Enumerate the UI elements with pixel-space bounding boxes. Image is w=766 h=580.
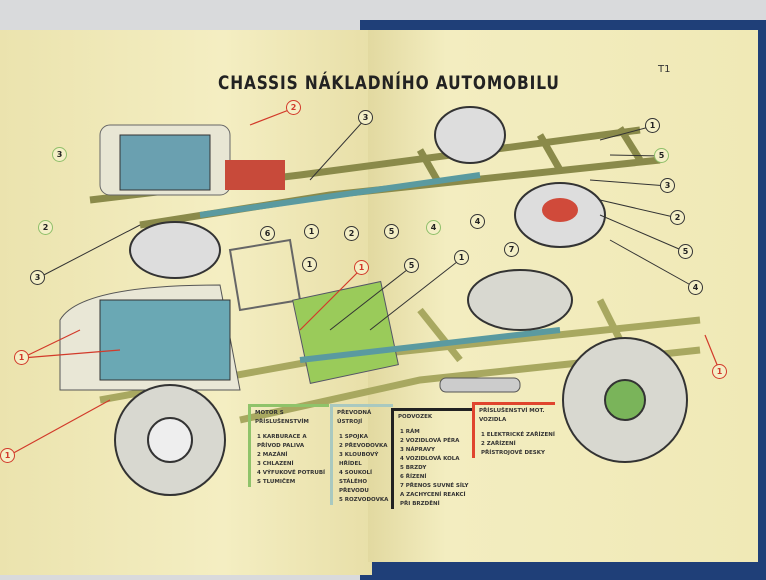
- callout: 5: [678, 244, 693, 259]
- legend-item: 4 VÝFUKOVÉ POTRUBÍ S TLUMIČEM: [257, 470, 326, 485]
- legend-engine: MOTOR S PŘÍSLUŠENSTVÍM 1 KARBURACE A PŘÍ…: [248, 404, 329, 487]
- legend-item: 2 PŘEVODOVKA: [339, 443, 388, 449]
- top-wheels: [129, 106, 606, 279]
- legend-accessories: PŘÍSLUŠENSTVÍ MOT. VOZIDLA 1 ELEKTRICKÉ …: [472, 402, 555, 458]
- bottom-cab-frame: [228, 238, 302, 312]
- callout: 2: [286, 100, 301, 115]
- legend-item: 2 VOZIDLOVÁ PÉRA: [400, 438, 460, 444]
- legend-item: 1 KARBURACE A PŘÍVOD PALIVA: [257, 434, 307, 449]
- callout: 1: [354, 260, 369, 275]
- callout: 3: [358, 110, 373, 125]
- legend-item: 1 SPOJKA: [339, 434, 368, 440]
- bottom-driveshaft: [299, 327, 561, 363]
- callout: 5: [404, 258, 419, 273]
- top-driveshaft: [199, 172, 481, 218]
- callout: 3: [52, 147, 67, 162]
- legend-item: 3 NÁPRAVY: [400, 447, 435, 453]
- exhaust-muffler: [439, 377, 521, 393]
- callout: 1: [454, 250, 469, 265]
- legend-item: 6 ŘÍZENÍ: [400, 474, 427, 480]
- callout: 1: [302, 257, 317, 272]
- callout: 4: [470, 214, 485, 229]
- callout: 1: [645, 118, 660, 133]
- legend-heading: PŘÍSLUŠENSTVÍ MOT. VOZIDLA: [479, 408, 545, 423]
- legend-item: 3 KLOUBOVÝ HŘÍDEL: [339, 452, 379, 467]
- callout: 7: [504, 242, 519, 257]
- legend-item: 5 ROZVODOVKA: [339, 497, 389, 503]
- callout: 3: [660, 178, 675, 193]
- callout: 4: [426, 220, 441, 235]
- callout: 2: [670, 210, 685, 225]
- legend-item: 1 RÁM: [400, 429, 420, 435]
- page-tag: T1: [658, 64, 671, 75]
- legend-item: 3 CHLAZENÍ: [257, 461, 294, 467]
- fuel-tank: [292, 280, 399, 384]
- legend-chassis: PODVOZEK 1 RÁM 2 VOZIDLOVÁ PÉRA 3 NÁPRAV…: [391, 408, 472, 509]
- callout: 1: [304, 224, 319, 239]
- legend-transmission: PŘEVODNÁ ÚSTROJÍ 1 SPOJKA 2 PŘEVODOVKA 3…: [330, 404, 393, 505]
- legend-heading: PŘEVODNÁ ÚSTROJÍ: [337, 410, 372, 425]
- leader-lines: [37, 117, 697, 331]
- legend-item: 1 ELEKTRICKÉ ZAŘÍZENÍ: [481, 432, 555, 438]
- top-gearbox: [225, 160, 285, 190]
- legend-item: 2 MAZÁNÍ: [257, 452, 288, 458]
- legend-item: 2 ZAŘÍZENÍ PŘÍSTROJOVÉ DESKY: [481, 441, 545, 456]
- callout: 2: [344, 226, 359, 241]
- legend-item: 5 BRZDY: [400, 465, 427, 471]
- legend-heading: MOTOR S PŘÍSLUŠENSTVÍM: [255, 410, 309, 425]
- legend-heading: PODVOZEK: [398, 414, 433, 420]
- callout: 5: [384, 224, 399, 239]
- callout: 2: [38, 220, 53, 235]
- bottom-wheels: [114, 269, 688, 496]
- callout: 1: [712, 364, 727, 379]
- callout: 6: [260, 226, 275, 241]
- callout: 5: [654, 148, 669, 163]
- legend-item: 4 SOUKOLÍ STÁLÉHO PŘEVODU: [339, 470, 373, 494]
- top-engine: [119, 134, 211, 191]
- callout: 3: [30, 270, 45, 285]
- callout: 4: [688, 280, 703, 295]
- page-title: CHASSIS NÁKLADNÍHO AUTOMOBILU: [218, 72, 560, 94]
- bottom-engine: [99, 299, 231, 381]
- legend-item: 4 VOZIDLOVÁ KOLA: [400, 456, 460, 462]
- callout: 1: [14, 350, 29, 365]
- legend-item: 7 PŘENOS SUVNÉ SÍLY A ZACHYCENÍ REAKCÍ P…: [400, 483, 469, 507]
- callout: 1: [0, 448, 15, 463]
